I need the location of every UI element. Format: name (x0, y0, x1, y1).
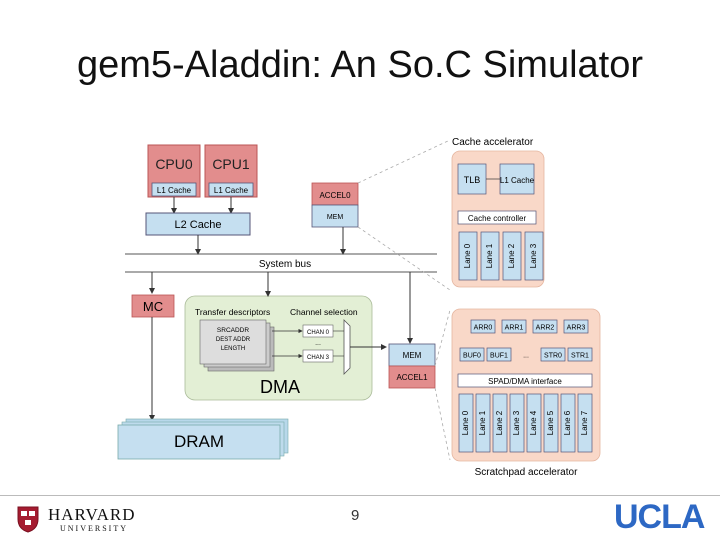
dram-block (117, 424, 281, 460)
dma-label: DMA (260, 377, 300, 397)
cache-lane-label-1: Lane 1 (485, 243, 494, 268)
page-number: 9 (351, 507, 360, 524)
l2-cache-label: L2 Cache (174, 219, 221, 231)
tlb-block (457, 163, 487, 195)
cache-lane-label-2: Lane 2 (507, 243, 516, 268)
chan-dots: ... (315, 340, 321, 347)
channel-selection-label: Channel selection (290, 307, 358, 317)
buffer-block-label-4: STR1 (571, 353, 589, 360)
spad-lane-label-7: Lane 7 (580, 410, 589, 435)
spad-lane-1 (475, 393, 491, 453)
harvard-wordmark: HARVARD (48, 505, 136, 524)
spad-lane-3 (509, 393, 525, 453)
cpu0-label: CPU0 (155, 156, 193, 172)
accel1-block (388, 365, 436, 389)
accel1-label: ACCEL1 (396, 373, 428, 382)
cache-lane-2 (502, 231, 522, 281)
array-block-label-0: ARR0 (474, 325, 493, 332)
buffer-block-1 (486, 347, 512, 362)
cache-controller-block (457, 210, 537, 225)
harvard-shield-icon (17, 506, 39, 533)
spad-lane-label-3: Lane 3 (512, 410, 521, 435)
l1-cache-0-label: L1 Cache (157, 186, 192, 195)
mc-label: MC (143, 299, 163, 314)
system-bus-label: System bus (259, 259, 311, 270)
dram-label: DRAM (174, 432, 224, 451)
buffer-block-4 (567, 347, 593, 362)
accel0-label: ACCEL0 (319, 191, 351, 200)
spad-lane-7 (577, 393, 593, 453)
spad-lane-label-2: Lane 2 (495, 410, 504, 435)
tlb-label: TLB (464, 175, 481, 185)
array-block-label-3: ARR3 (567, 325, 586, 332)
footer-divider (0, 495, 720, 496)
buffer-block-3 (540, 347, 566, 362)
length-label: LENGTH (221, 346, 245, 352)
harvard-logo: HARVARD UNIVERSITY (14, 504, 139, 536)
srcaddr-label: SRCADDR (217, 327, 249, 334)
array-block-label-1: ARR1 (505, 325, 524, 332)
mem-top-block (311, 204, 359, 228)
spad-interface-block (457, 373, 593, 388)
spad-lane-label-4: Lane 4 (529, 410, 538, 435)
buffer-block-label-2: ... (523, 353, 529, 360)
cpu1-label: CPU1 (212, 156, 250, 172)
l1-cache-1-label: L1 Cache (214, 186, 249, 195)
l1-cache-0 (151, 182, 197, 197)
descriptor-card (199, 319, 267, 365)
cache-lane-label-0: Lane 0 (463, 243, 472, 268)
transfer-descriptors-label: Transfer descriptors (195, 307, 270, 317)
spad-interface-label: SPAD/DMA interface (488, 377, 562, 386)
l1-cache-accel (499, 163, 535, 195)
cache-lane-0 (458, 231, 478, 281)
spad-lane-5 (543, 393, 559, 453)
spad-lane-0 (458, 393, 474, 453)
array-block-3 (563, 319, 589, 334)
spad-lanes: Lane 0 Lane 1 Lane 2 Lane 3 Lane 4 Lane 5 Lane… (458, 393, 593, 453)
l1-cache-1 (208, 182, 254, 197)
slide-title: gem5-Aladdin: An So.C Simulator (76, 44, 644, 86)
cache-lane-label-3: Lane 3 (529, 243, 538, 268)
spad-lane-6 (560, 393, 576, 453)
cache-lane-1 (480, 231, 500, 281)
cache-controller-label: Cache controller (468, 214, 527, 223)
buffer-block-label-1: BUF1 (490, 353, 508, 360)
chan0-label: CHAN 0 (307, 330, 330, 336)
spad-lane-label-5: Lane 5 (546, 410, 555, 435)
ucla-logo: UCLA (614, 498, 705, 536)
spad-lane-label-0: Lane 0 (461, 410, 470, 435)
spad-lane-label-6: Lane 6 (563, 410, 572, 435)
array-block-label-2: ARR2 (536, 325, 555, 332)
cache-lanes: Lane 0 Lane 1 Lane 2 Lane 3 (458, 231, 544, 281)
harvard-university: UNIVERSITY (60, 524, 128, 533)
buffer-block-label-0: BUF0 (463, 353, 481, 360)
array-block-0 (470, 319, 496, 334)
spad-lane-2 (492, 393, 508, 453)
mem-bottom-label: MEM (403, 351, 422, 360)
channel-mux (343, 319, 351, 375)
spad-lane-label-1: Lane 1 (478, 410, 487, 435)
mc-block (131, 294, 175, 318)
l1-cache-accel-label: L1 Cache (500, 176, 535, 185)
buffer-block-0 (459, 347, 485, 362)
array-row: ARR0 ARR1 ARR2 ARR3 (470, 319, 589, 334)
destaddr-label: DEST ADDR (216, 337, 251, 343)
chan3-label: CHAN 3 (307, 355, 330, 361)
array-block-1 (501, 319, 527, 334)
soc-diagram: CPU0 L1 Cache CPU1 L1 Cache L2 Cache ACC… (117, 137, 601, 478)
buffer-block-label-3: STR0 (544, 353, 562, 360)
cache-lane-3 (524, 231, 544, 281)
mem-top-label: MEM (327, 214, 344, 221)
buffer-row: BUF0 BUF1... STR0 STR1 (459, 347, 593, 362)
cache-accelerator-title: Cache accelerator (452, 137, 534, 148)
spad-lane-4 (526, 393, 542, 453)
scratchpad-accelerator-title: Scratchpad accelerator (475, 467, 579, 478)
array-block-2 (532, 319, 558, 334)
